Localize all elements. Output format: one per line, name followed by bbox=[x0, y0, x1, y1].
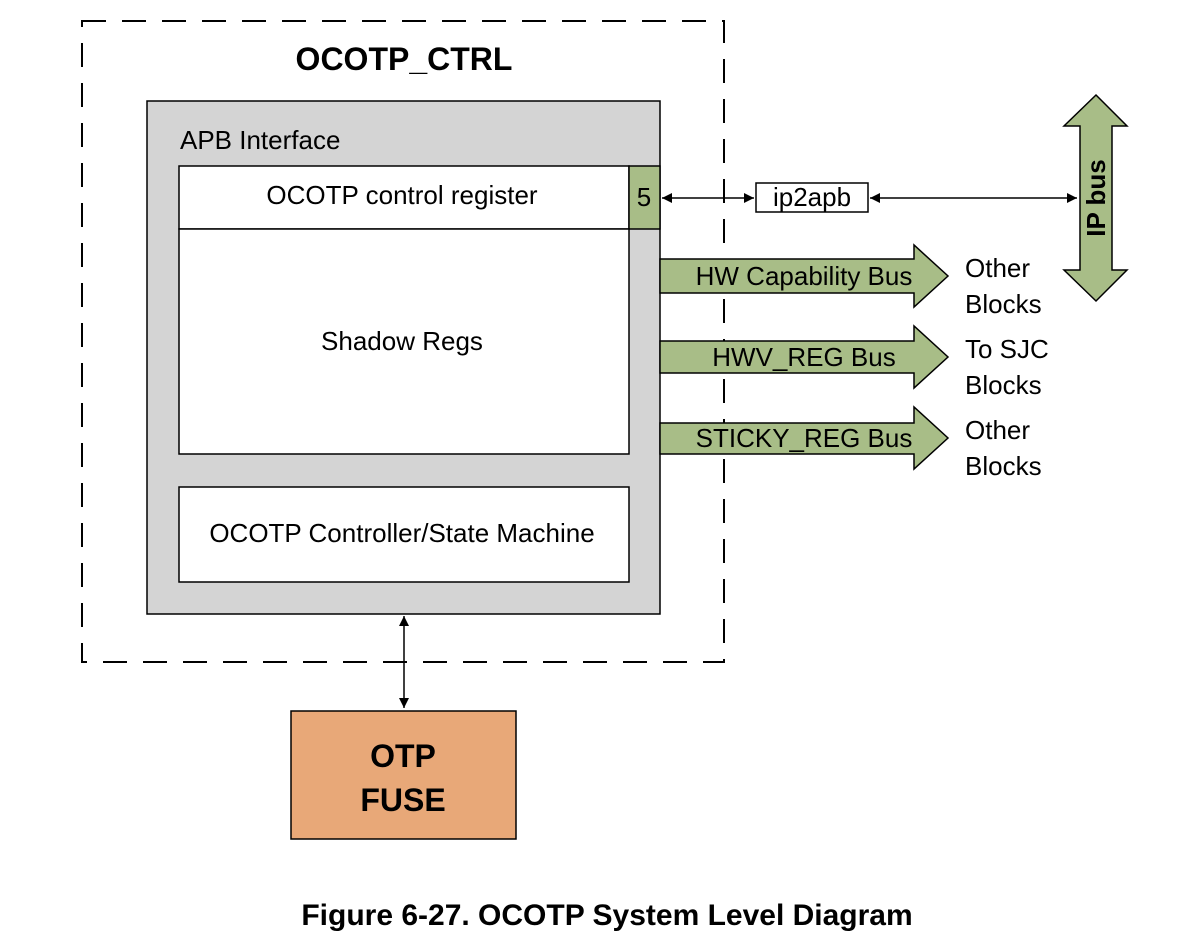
sticky-reg-dest-line2: Blocks bbox=[965, 451, 1042, 481]
ip-bus-label: IP bus bbox=[1081, 159, 1111, 237]
port-5-label: 5 bbox=[637, 182, 651, 212]
ip-bus-arrow bbox=[1062, 93, 1129, 303]
controller-label: OCOTP Controller/State Machine bbox=[209, 518, 594, 548]
control-register-label: OCOTP control register bbox=[266, 180, 538, 210]
ocotp-ctrl-title: OCOTP_CTRL bbox=[296, 41, 513, 77]
sticky-reg-bus-arrow bbox=[659, 405, 950, 471]
ip2apb-box bbox=[755, 182, 869, 213]
hw-capability-bus-label: HW Capability Bus bbox=[696, 261, 913, 291]
hwv-reg-dest-line1: To SJC bbox=[965, 334, 1049, 364]
hwv-reg-bus-arrow bbox=[659, 324, 950, 390]
hw-capability-dest-line2: Blocks bbox=[965, 289, 1042, 319]
shadow-regs-label: Shadow Regs bbox=[321, 326, 483, 356]
otp-fuse-line1: OTP bbox=[370, 738, 436, 774]
hw-capability-bus-arrow bbox=[659, 243, 950, 309]
otp-fuse-line2: FUSE bbox=[360, 782, 445, 818]
sticky-reg-dest-line1: Other bbox=[965, 415, 1030, 445]
figure-caption: Figure 6-27. OCOTP System Level Diagram bbox=[301, 899, 912, 932]
ip2apb-label: ip2apb bbox=[773, 182, 851, 212]
shadow-regs-box bbox=[178, 228, 630, 455]
hwv-reg-dest-line2: Blocks bbox=[965, 370, 1042, 400]
sticky-reg-bus-label: STICKY_REG Bus bbox=[696, 423, 913, 453]
controller-box bbox=[178, 486, 630, 583]
otp-fuse-block bbox=[290, 710, 517, 840]
control-register-box bbox=[178, 165, 630, 230]
hwv-reg-bus-label: HWV_REG Bus bbox=[712, 342, 896, 372]
hw-capability-dest-line1: Other bbox=[965, 253, 1030, 283]
port-5-box bbox=[628, 165, 661, 230]
apb-interface-label: APB Interface bbox=[180, 125, 340, 155]
